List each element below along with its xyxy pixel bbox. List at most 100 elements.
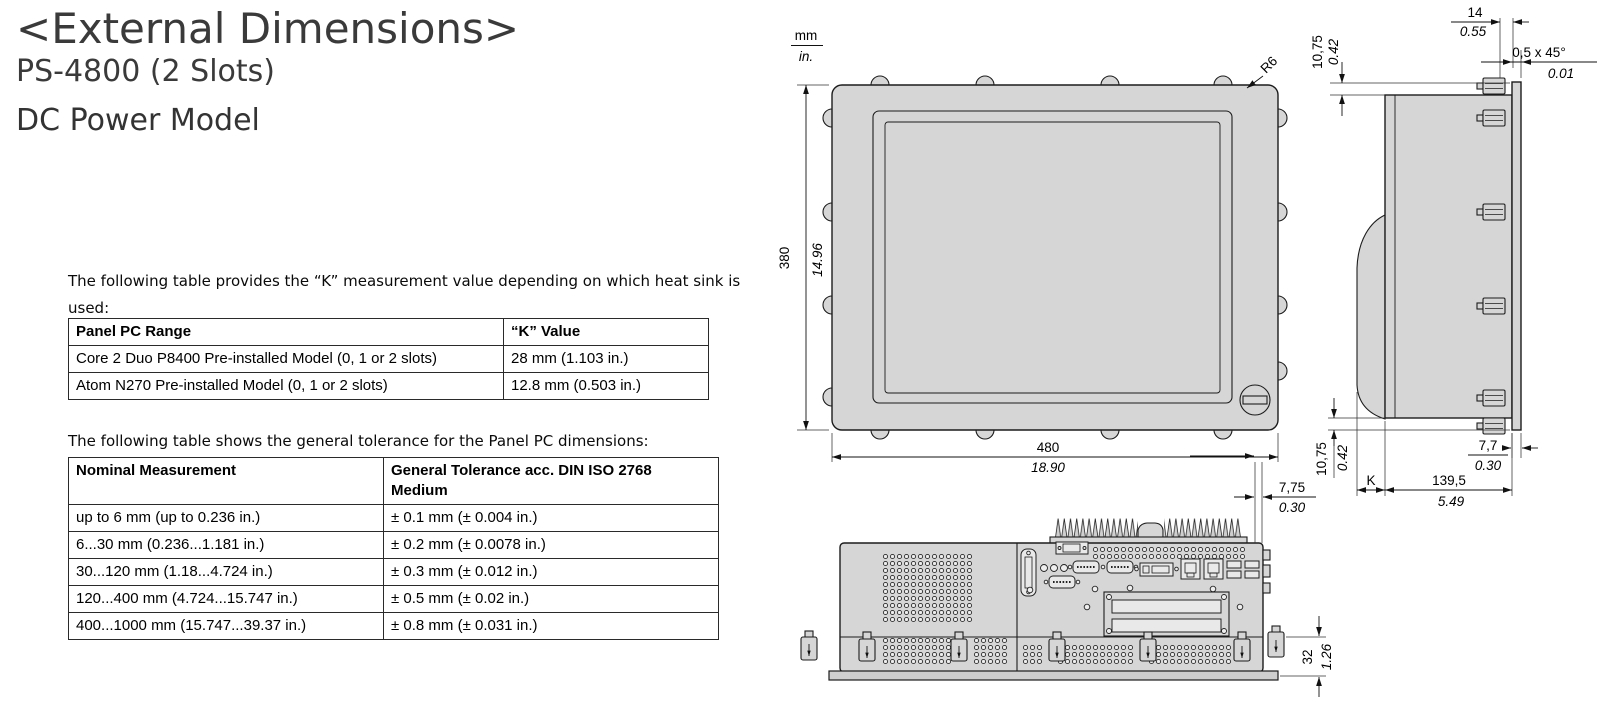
cell: 120...400 mm (4.724...15.747 in.) [68, 585, 384, 613]
front-button [1239, 384, 1271, 416]
io-ports [1020, 541, 1271, 637]
front-bezel [831, 84, 1279, 431]
table-row: 6...30 mm (0.236...1.181 in.) ± 0.2 mm (… [68, 531, 719, 559]
dimension-front-width: 480 18.90 [831, 433, 1279, 475]
table-row: 120...400 mm (4.724...15.747 in.) ± 0.5 … [68, 585, 719, 613]
dvi-port [1134, 562, 1179, 577]
k-table-intro: The following table provides the “K” mea… [68, 272, 741, 317]
cell: up to 6 mm (up to 0.236 in.) [68, 504, 384, 532]
expansion-slots [1103, 591, 1230, 637]
dimension-panel-thickness: 7,7 0.30 [1468, 433, 1538, 473]
dimension-rear-offset: 7,75 0.30 [1190, 453, 1316, 543]
power-connector [1055, 541, 1089, 555]
clamp-zone-inch: 1.26 [1319, 643, 1334, 670]
cell: Atom N270 Pre-installed Model (0, 1 or 2… [68, 372, 504, 400]
units-inch-label: in. [799, 49, 813, 64]
dimension-bottom-overhang: 10,75 0.42 [1314, 398, 1510, 478]
ethernet-port [1180, 558, 1201, 580]
side-body [1384, 94, 1513, 419]
page-title: <External Dimensions> [16, 4, 520, 53]
front-height-mm: 380 [777, 247, 792, 270]
top-overhang-inch: 0.42 [1326, 38, 1341, 65]
status-led [1060, 564, 1068, 572]
table-row: Core 2 Duo P8400 Pre-installed Model (0,… [68, 345, 709, 373]
status-led [1050, 564, 1058, 572]
chamfer-inch: 0.01 [1548, 66, 1574, 81]
tolerance-table-intro: The following table shows the general to… [68, 432, 649, 450]
table-header-row: Panel PC Range “K” Value [68, 318, 709, 346]
rear-offset-mm: 7,75 [1279, 480, 1305, 495]
front-height-inch: 14.96 [810, 243, 825, 277]
header-cell: “K” Value [503, 318, 709, 346]
vent-row-band [1022, 644, 1043, 665]
corner-radius-callout: R6 [1246, 53, 1281, 89]
cell: ± 0.3 mm (± 0.012 in.) [383, 558, 719, 586]
table-row: 400...1000 mm (15.747...39.37 in.) ± 0.8… [68, 612, 719, 640]
corner-radius-label: R6 [1258, 53, 1281, 76]
units-mm-label: mm [795, 28, 818, 43]
cell: ± 0.2 mm (± 0.0078 in.) [383, 531, 719, 559]
front-width-mm: 480 [1037, 440, 1060, 455]
vent-row-band [973, 637, 1008, 665]
k-value-table: Panel PC Range “K” Value Core 2 Duo P840… [68, 318, 709, 400]
body-depth-inch: 5.49 [1438, 494, 1465, 509]
clamp-zone-mm: 32 [1300, 649, 1315, 664]
bottom-overhang-mm: 10,75 [1314, 442, 1329, 476]
cell: 28 mm (1.103 in.) [503, 345, 709, 373]
cell: ± 0.8 mm (± 0.031 in.) [383, 612, 719, 640]
vent-row-band [1057, 644, 1134, 665]
status-led [1040, 564, 1048, 572]
cell: ± 0.5 mm (± 0.02 in.) [383, 585, 719, 613]
cell: 6...30 mm (0.236...1.181 in.) [68, 531, 384, 559]
header-cell: Panel PC Range [68, 318, 504, 346]
bezel-depth-mm: 14 [1467, 5, 1483, 20]
table-row: 30...120 mm (1.18...4.724 in.) ± 0.3 mm … [68, 558, 719, 586]
units-legend: mm in. [791, 28, 823, 64]
header-cell: Nominal Measurement [68, 457, 384, 505]
side-tab [1262, 549, 1271, 561]
bezel-depth-inch: 0.55 [1460, 24, 1487, 39]
serial-port [1067, 560, 1106, 574]
dimension-drawing: mm in. 380 14.96 [777, 5, 1597, 697]
vent-row-band [882, 637, 952, 665]
cell: Core 2 Duo P8400 Pre-installed Model (0,… [68, 345, 504, 373]
heatsink-depth-label: K [1366, 473, 1375, 488]
side-view: 14 0.55 0,5 x 45° 0.01 10,75 0.42 10,75 [1310, 5, 1597, 509]
body-depth-mm: 139,5 [1432, 473, 1466, 488]
bottom-overhang-inch: 0.42 [1335, 444, 1350, 471]
rear-heatsink-bulge [1356, 214, 1386, 420]
side-tab [1262, 564, 1271, 578]
vent-grid [882, 553, 973, 623]
ethernet-port [1203, 558, 1224, 580]
product-name: PS-4800 (2 Slots) [16, 54, 275, 89]
chamfer-mm: 0,5 x 45° [1512, 45, 1565, 60]
model-name: DC Power Model [16, 103, 260, 138]
base-plate [828, 670, 1279, 681]
tolerance-table: Nominal Measurement General Tolerance ac… [68, 457, 719, 640]
header-cell: General Tolerance acc. DIN ISO 2768 Medi… [383, 457, 719, 505]
cell: 400...1000 mm (15.747...39.37 in.) [68, 612, 384, 640]
serial-port [1043, 575, 1081, 589]
front-view: 380 14.96 480 18.90 R6 [777, 53, 1288, 475]
side-tab [1262, 582, 1271, 594]
dimension-heatsink-depth: K [1356, 392, 1386, 496]
top-overhang-mm: 10,75 [1310, 35, 1325, 69]
dimension-chamfer: 0,5 x 45° 0.01 [1481, 45, 1597, 81]
side-bezel-panel [1511, 81, 1522, 431]
vent-row-band [1148, 644, 1232, 665]
panel-thickness-mm: 7,7 [1479, 438, 1498, 453]
dimension-bezel-depth: 14 0.55 [1451, 5, 1529, 78]
vent-row-top [1092, 546, 1246, 560]
mounting-clip [800, 625, 1285, 662]
display-area [884, 121, 1221, 394]
bottom-view: 7,75 0.30 32 1.26 [800, 453, 1334, 697]
table-row: Atom N270 Pre-installed Model (0, 1 or 2… [68, 372, 709, 400]
mounting-clamps [1476, 77, 1506, 435]
dimension-clamp-zone: 32 1.26 [1280, 616, 1334, 697]
cell: 12.8 mm (0.503 in.) [503, 372, 709, 400]
usb-ports [1226, 560, 1260, 579]
panel-thickness-inch: 0.30 [1475, 458, 1502, 473]
dimension-body-depth: 139,5 5.49 [1385, 433, 1513, 509]
display-frame [872, 110, 1233, 404]
dimension-top-overhang: 10,75 0.42 [1310, 35, 1510, 116]
